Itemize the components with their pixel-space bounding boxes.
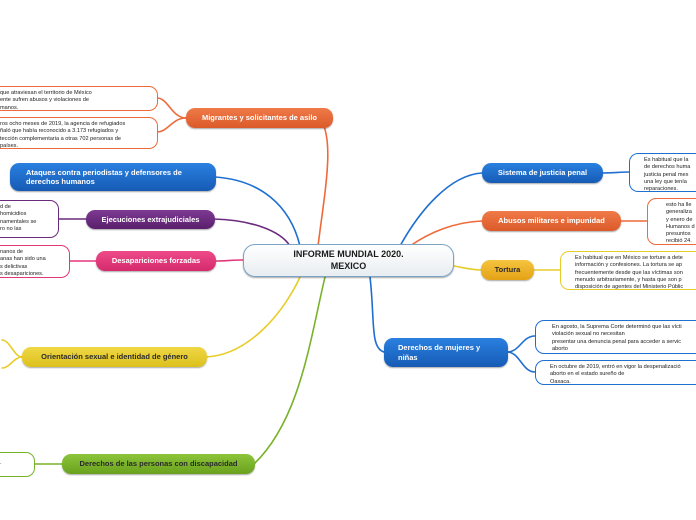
link-desapariciones [214,259,244,262]
leaf-text: Es habitual que en México se torture a d… [575,255,684,290]
topic-desapariciones-label: Desapariciones forzadas [111,256,201,266]
topic-abusos-label: Abusos militares e impunidad [498,216,605,226]
topic-mujeres-label: Derechos de mujeres y niñas [398,343,481,362]
leaf-text: En agosto, la Suprema Corte determinó qu… [552,324,682,352]
link-tortura [453,265,482,271]
link-leaf [1,339,23,358]
topic-abusos[interactable]: Abusos militares e impunidad [482,211,621,231]
leaf-desapariciones-1[interactable]: nanos de anas han sido una s delictivas … [0,245,70,278]
leaf-justicia-1[interactable]: Es habitual que la de derechos huma just… [629,153,696,192]
topic-migrantes[interactable]: Migrantes y solicitantes de asilo [186,108,333,128]
leaf-text: En octubre de 2019, entró en vigor la de… [550,364,681,385]
topic-orientacion-label: Orientación sexual e identidad de género [41,352,188,362]
leaf-text: nanos de anas han sido una s delictivas … [0,249,46,277]
topic-ejecuciones[interactable]: Ejecuciones extrajudiciales [86,210,215,229]
topic-tortura-label: Tortura [494,265,521,275]
leaf-mujeres-1[interactable]: En agosto, la Suprema Corte determinó qu… [535,320,696,354]
central-topic-title: INFORME MUNDIAL 2020. MEXICO [293,249,404,271]
topic-justicia[interactable]: Sistema de justicia penal [482,163,603,183]
leaf-abusos-1[interactable]: esto ha lle generaliza y enero de Humano… [647,198,696,245]
topic-discapacidad[interactable]: Derechos de las personas con discapacida… [62,454,255,474]
link-justicia [399,172,483,247]
topic-tortura[interactable]: Tortura [481,260,534,280]
leaf-text: ros ocho meses de 2019, la agencia de re… [0,121,126,149]
topic-desapariciones[interactable]: Desapariciones forzadas [96,251,216,271]
link-leaf [156,97,187,119]
topic-mujeres[interactable]: Derechos de mujeres y niñas [384,338,508,367]
leaf-discapacidad-1[interactable]: . [0,452,35,477]
topic-periodistas-label: Ataques contra periodistas y defensores … [26,167,182,186]
leaf-mujeres-2[interactable]: En octubre de 2019, entró en vigor la de… [535,360,696,385]
link-mujeres [369,276,385,353]
leaf-text: que atraviesan el territorio de México e… [0,90,92,111]
topic-migrantes-label: Migrantes y solicitantes de asilo [201,113,318,123]
link-discapacidad [253,276,326,465]
link-leaf [601,171,630,174]
leaf-text: Es habitual que la de derechos huma just… [644,157,691,192]
link-migrantes [317,117,329,247]
leaf-text: d de homicidios namentales se ro no las [0,204,37,232]
topic-ejecuciones-label: Ejecuciones extrajudiciales [101,214,200,224]
leaf-text: esto ha lle generaliza y enero de Humano… [666,202,695,245]
topic-periodistas[interactable]: Ataques contra periodistas y defensores … [10,163,216,191]
link-orientacion [205,276,301,358]
leaf-text: . [0,460,2,466]
leaf-migrantes-1[interactable]: que atraviesan el territorio de México e… [0,86,158,111]
topic-justicia-label: Sistema de justicia penal [497,168,588,178]
link-leaf [156,117,187,133]
link-periodistas [214,176,301,247]
leaf-tortura-1[interactable]: Es habitual que en México se torture a d… [560,251,696,290]
link-abusos [409,220,483,247]
leaf-migrantes-2[interactable]: ros ocho meses de 2019, la agencia de re… [0,117,158,149]
leaf-ejecuciones-1[interactable]: d de homicidios namentales se ro no las [0,200,59,238]
link-ejecuciones [213,218,291,247]
link-leaf [506,335,536,353]
link-leaf [506,351,536,373]
topic-orientacion[interactable]: Orientación sexual e identidad de género [22,347,207,367]
topic-discapacidad-label: Derechos de las personas con discapacida… [79,459,238,469]
central-topic[interactable]: INFORME MUNDIAL 2020. MEXICO [243,244,454,277]
link-leaf [1,356,23,369]
